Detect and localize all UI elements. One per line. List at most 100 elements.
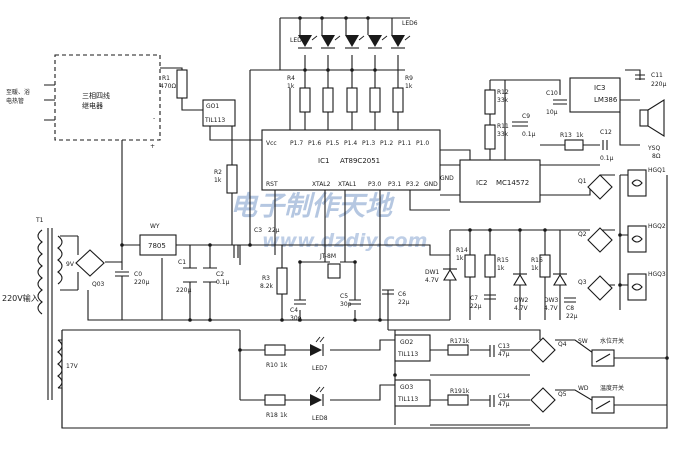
resistor-r15: R15 1k bbox=[484, 254, 509, 278]
svg-text:Q4: Q4 bbox=[558, 341, 567, 348]
svg-text:P1.6: P1.6 bbox=[308, 140, 321, 147]
svg-text:1k: 1k bbox=[280, 362, 288, 369]
svg-text:水位开关: 水位开关 bbox=[600, 337, 624, 345]
led-diode bbox=[321, 35, 335, 49]
bridge-q5: Q5 bbox=[530, 387, 567, 413]
svg-text:470Ω: 470Ω bbox=[160, 83, 176, 90]
svg-text:4.7V: 4.7V bbox=[425, 277, 440, 284]
mains-input-label: 220V输入 bbox=[2, 293, 39, 303]
svg-text:4.7V: 4.7V bbox=[544, 305, 559, 312]
svg-text:P1.4: P1.4 bbox=[344, 140, 357, 147]
svg-text:SW: SW bbox=[578, 338, 588, 345]
heater-label-1: 至暖、浴 bbox=[6, 88, 30, 96]
svg-text:30p: 30p bbox=[340, 301, 352, 308]
svg-text:R1: R1 bbox=[162, 75, 170, 82]
svg-text:WD: WD bbox=[578, 385, 589, 392]
svg-text:TIL113: TIL113 bbox=[397, 351, 418, 358]
svg-text:1k: 1k bbox=[462, 388, 470, 395]
svg-text:IC2: IC2 bbox=[476, 179, 487, 187]
svg-text:Q1: Q1 bbox=[578, 178, 587, 185]
svg-text:XTAL1: XTAL1 bbox=[338, 181, 357, 188]
led-diode bbox=[345, 35, 359, 49]
svg-text:P1.7: P1.7 bbox=[290, 140, 303, 147]
svg-text:1k: 1k bbox=[287, 83, 295, 90]
watermark: 电子制作天地 www.dzdiy.com bbox=[230, 191, 427, 252]
watermark-chinese: 电子制作天地 bbox=[230, 191, 395, 222]
resistor-r12: R12 33k bbox=[484, 89, 509, 115]
resistor-r19: R19 1k bbox=[447, 388, 470, 406]
svg-text:Vcc: Vcc bbox=[266, 140, 277, 147]
svg-text:P1.2: P1.2 bbox=[380, 140, 393, 147]
resistor-r10: R10 1k bbox=[264, 344, 288, 369]
svg-text:P3.0: P3.0 bbox=[368, 181, 381, 188]
svg-text:R15: R15 bbox=[497, 257, 509, 264]
svg-text:C11: C11 bbox=[651, 72, 663, 79]
led-diode bbox=[391, 35, 405, 49]
svg-text:YSQ: YSQ bbox=[647, 145, 660, 152]
svg-text:1k: 1k bbox=[531, 265, 539, 272]
svg-text:220μ: 220μ bbox=[134, 279, 149, 286]
svg-text:WY: WY bbox=[150, 223, 160, 230]
svg-text:温度开关: 温度开关 bbox=[600, 384, 624, 392]
svg-text:8Ω: 8Ω bbox=[652, 153, 661, 160]
resistor-network: R4 1k R9 1k bbox=[287, 75, 413, 113]
bridge-q2 bbox=[587, 227, 613, 253]
svg-text:47μ: 47μ bbox=[498, 351, 510, 358]
svg-text:Q03: Q03 bbox=[92, 281, 105, 288]
svg-text:R4: R4 bbox=[287, 75, 295, 82]
optocoupler-go1: GO1 TIL113 bbox=[202, 99, 236, 127]
zener-section: DW1 4.7V R14 1k R15 1k R16 1k DW2 4.7V D… bbox=[425, 247, 578, 320]
relay-hgq3 bbox=[627, 273, 647, 301]
svg-text:22μ: 22μ bbox=[566, 313, 578, 320]
resistor-r1: R1 470Ω bbox=[160, 69, 188, 99]
svg-text:C13: C13 bbox=[498, 343, 510, 350]
svg-text:R19: R19 bbox=[450, 388, 462, 395]
capacitor-c14: C14 47μ bbox=[489, 393, 510, 408]
svg-text:LED1: LED1 bbox=[290, 37, 306, 44]
relay-label-1: 三相四线 bbox=[82, 91, 110, 100]
resistor-r16: R16 1k bbox=[531, 254, 551, 278]
svg-text:47μ: 47μ bbox=[498, 401, 510, 408]
svg-text:1k: 1k bbox=[405, 83, 413, 90]
svg-text:220μ: 220μ bbox=[651, 81, 666, 88]
svg-text:C9: C9 bbox=[522, 113, 530, 120]
capacitor-c0: C0 220μ bbox=[115, 271, 149, 320]
svg-text:+: + bbox=[150, 143, 155, 150]
svg-text:P3.2: P3.2 bbox=[406, 181, 419, 188]
svg-text:T1: T1 bbox=[35, 217, 44, 224]
svg-text:33k: 33k bbox=[497, 131, 509, 138]
svg-text:22μ: 22μ bbox=[398, 299, 410, 306]
svg-text:TIL113: TIL113 bbox=[204, 117, 225, 124]
svg-text:Q5: Q5 bbox=[558, 391, 567, 398]
bridge-q4: Q4 bbox=[530, 337, 567, 363]
capacitor-c8: C8 22μ bbox=[564, 297, 578, 320]
speaker-ysq: YSQ 8Ω bbox=[639, 99, 665, 160]
svg-text:Q3: Q3 bbox=[578, 279, 587, 286]
ic2-logic: IC2 MC14572 GND bbox=[440, 159, 541, 203]
svg-text:DW3: DW3 bbox=[544, 297, 559, 304]
led7: LED7 bbox=[310, 336, 328, 372]
led8: LED8 bbox=[310, 386, 328, 422]
svg-text:HGQ2: HGQ2 bbox=[648, 223, 666, 230]
resistor-r18: R18 1k bbox=[264, 394, 288, 419]
bridge-q1 bbox=[587, 174, 613, 200]
svg-text:R10: R10 bbox=[266, 362, 278, 369]
svg-text:17V: 17V bbox=[66, 363, 79, 370]
capacitor-c4: C4 30p bbox=[290, 299, 306, 322]
svg-text:8.2k: 8.2k bbox=[260, 283, 274, 290]
optocoupler-go2: GO2 TIL113 bbox=[394, 334, 431, 362]
zener-dw3: DW3 4.7V bbox=[544, 273, 567, 312]
svg-text:C0: C0 bbox=[134, 271, 142, 278]
svg-text:JT-8M: JT-8M bbox=[319, 253, 336, 260]
svg-text:R12: R12 bbox=[497, 89, 509, 96]
svg-text:C6: C6 bbox=[398, 291, 406, 298]
temperature-switch: WD 温度开关 bbox=[578, 384, 624, 414]
capacitor-c7: C7 22μ bbox=[470, 294, 496, 310]
svg-text:10μ: 10μ bbox=[546, 109, 558, 116]
svg-text:R18: R18 bbox=[266, 412, 278, 419]
svg-text:R17: R17 bbox=[450, 338, 462, 345]
resistor-r2: R2 1k bbox=[214, 164, 238, 194]
svg-text:C10: C10 bbox=[546, 90, 558, 97]
svg-text:R11: R11 bbox=[497, 123, 509, 130]
led-array: LED1 LED6 bbox=[290, 20, 418, 49]
